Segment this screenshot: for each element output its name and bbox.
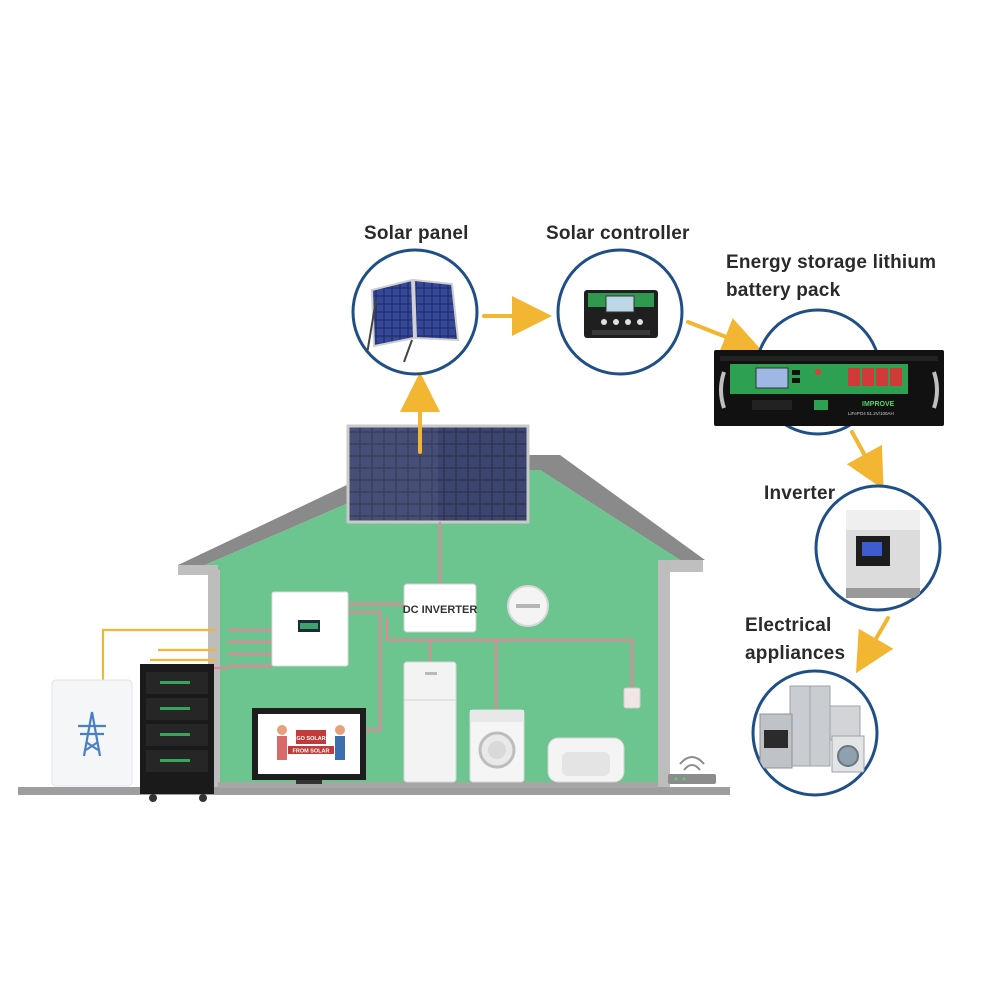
- washing-machine: [469, 709, 525, 783]
- arrow-battery-to-inverter: [846, 430, 884, 490]
- label-solar-panel: Solar panel: [364, 223, 469, 244]
- tv: GO SOLAR FROM SOLAR: [252, 708, 366, 784]
- battery-pack-node: IMPROVE LiFePO4 51.2V/100AH: [714, 308, 944, 436]
- flow-arrows: [400, 296, 894, 674]
- tv-text-1: GO SOLAR: [296, 736, 325, 742]
- dc-inverter-label: DC INVERTER: [403, 604, 478, 616]
- label-battery-line1: Energy storage lithium: [726, 252, 937, 273]
- roof-solar-panel: [346, 424, 530, 524]
- ground-line: [18, 787, 730, 795]
- appliances-node: [751, 669, 879, 797]
- label-appliances-line1: Electrical: [745, 615, 832, 636]
- armchair: [547, 737, 625, 783]
- dc-inverter-box: DC INVERTER: [403, 583, 478, 633]
- solar-controller-node: [556, 248, 684, 376]
- battery-brand: IMPROVE: [862, 401, 895, 408]
- arrow-controller-to-battery: [686, 318, 763, 356]
- fridge: [403, 661, 457, 783]
- wall-inverter: [271, 591, 349, 667]
- router: [668, 756, 716, 784]
- grid-wiring: [101, 628, 216, 690]
- battery-rack: [140, 664, 214, 802]
- label-appliances-line2: appliances: [745, 643, 846, 664]
- arrow-inverter-to-appliances: [855, 616, 894, 674]
- solar-panel-node: [351, 248, 479, 376]
- label-solar-controller: Solar controller: [546, 223, 690, 244]
- tv-text-2: FROM SOLAR: [293, 749, 330, 755]
- pendant-lamp: [623, 687, 641, 709]
- battery-model: LiFePO4 51.2V/100AH: [848, 411, 894, 416]
- house-roof: [178, 455, 705, 565]
- label-inverter: Inverter: [764, 483, 836, 504]
- inverter-node: [814, 484, 942, 612]
- grid-pylon: [51, 679, 133, 787]
- label-battery-line2: battery pack: [726, 280, 841, 301]
- wall-lamp: [507, 585, 549, 627]
